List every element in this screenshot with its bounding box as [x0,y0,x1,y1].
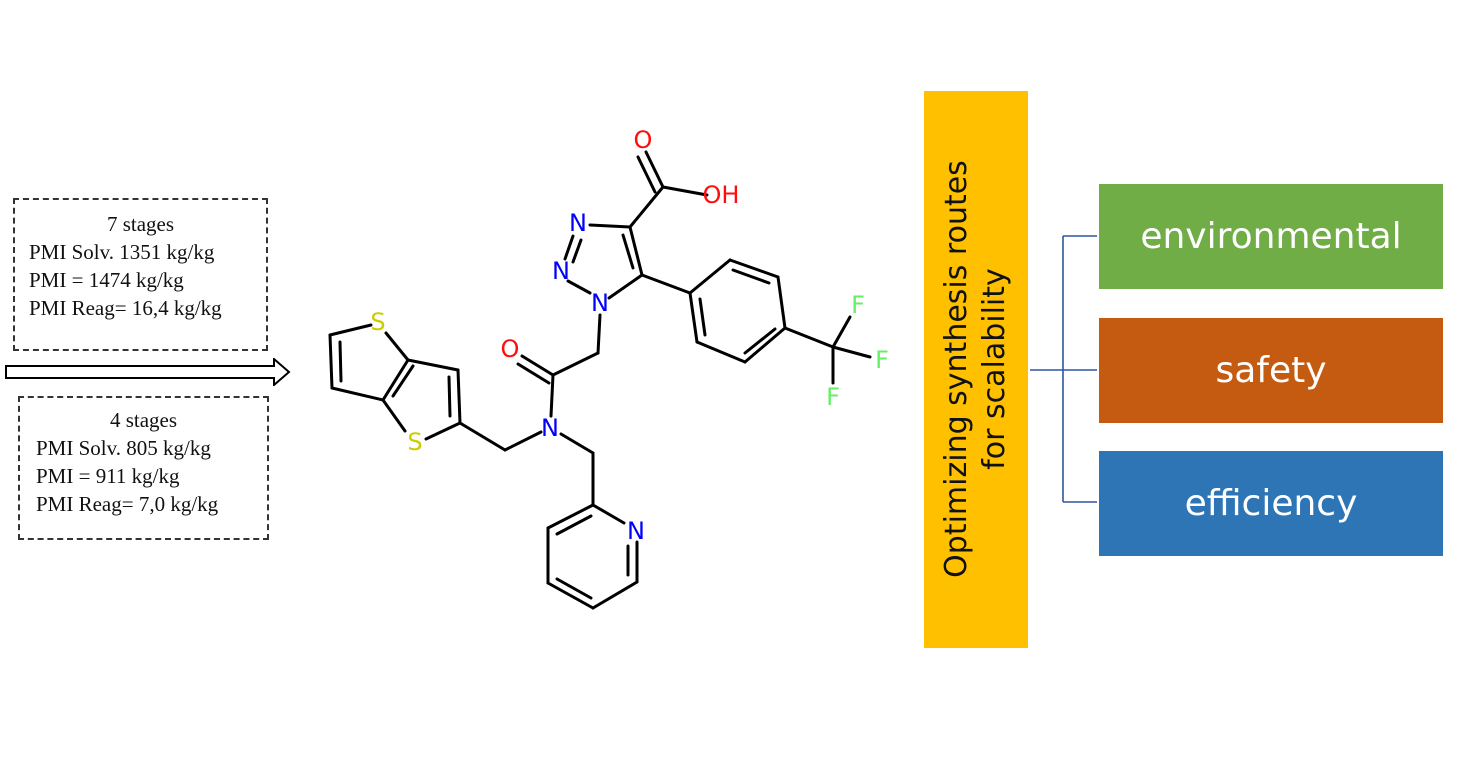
atom-n3: N [569,209,587,237]
atom-n1: N [591,289,609,317]
atom-f3: F [826,383,840,411]
atom-f2: F [875,346,889,374]
original-pmi-total: PMI = 1474 kg/kg [29,268,184,292]
category-efficiency-label: efficiency [1184,483,1358,524]
atom-o-amide: O [501,335,520,363]
goal-title-line2: for scalability [977,268,1012,470]
original-pmi-solvent: PMI Solv. 1351 kg/kg [29,240,215,264]
goal-title-line1: Optimizing synthesis routes [939,160,974,578]
optimized-route-box: 4 stages PMI Solv. 805 kg/kg PMI = 911 k… [18,396,269,540]
molecule-structure: O OH N N N O N S S N F F F [328,126,889,610]
atom-o-acid: O [634,126,653,154]
category-efficiency: efficiency [1099,451,1443,556]
optimization-goal-title: Optimizing synthesis routes for scalabil… [938,160,1014,578]
optimized-route-stages: 4 stages [109,408,178,432]
original-pmi-reagent: PMI Reag= 16,4 kg/kg [29,296,222,320]
atom-n2: N [552,257,570,285]
optimized-pmi-reagent: PMI Reag= 7,0 kg/kg [36,492,219,516]
optimized-pmi-solvent: PMI Solv. 805 kg/kg [36,436,211,460]
atom-n-pyridine: N [627,517,645,545]
atom-oh: OH [703,181,740,209]
category-safety: safety [1099,318,1443,423]
atom-f1: F [851,291,865,319]
original-route-box: 7 stages PMI Solv. 1351 kg/kg PMI = 1474… [13,198,268,351]
optimized-pmi-total: PMI = 911 kg/kg [36,464,180,488]
route-arrow-icon [5,358,291,386]
category-environmental-label: environmental [1140,216,1402,257]
atom-s-top: S [370,308,385,336]
atom-n-amide: N [541,414,559,442]
optimization-goal-panel: Optimizing synthesis routes for scalabil… [924,91,1028,648]
atom-s-bottom: S [407,428,422,456]
original-route-stages: 7 stages [106,212,175,236]
category-safety-label: safety [1215,350,1327,391]
category-environmental: environmental [1099,184,1443,289]
